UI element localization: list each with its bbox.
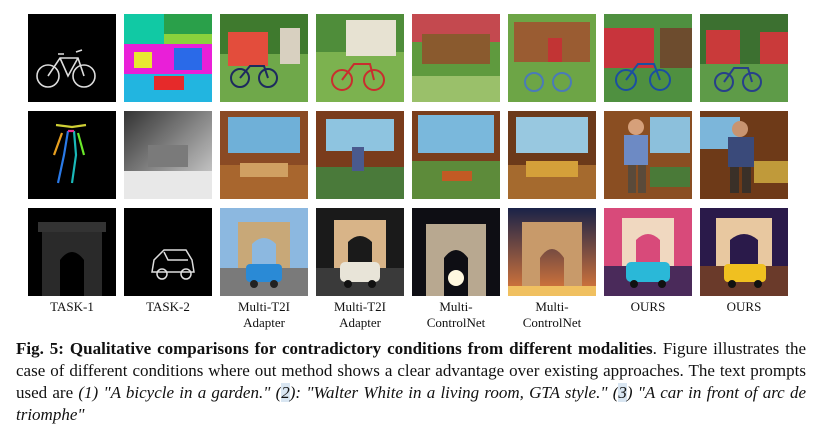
image-t2i-adapter-garden-2 [316,14,404,102]
figure-caption: Fig. 5: Qualitative comparisons for cont… [16,338,806,426]
prompt-2-text: ): "Walter White in a living room, GTA s… [289,383,608,402]
figure-image-grid [28,14,794,299]
image-t2i-adapter-arc-1 [220,208,308,296]
image-controlnet-livingroom-1 [412,111,500,199]
image-t2i-adapter-arc-2 [316,208,404,296]
prompt-2-open: ( [275,383,282,402]
column-label: TASK-1 [50,299,94,314]
image-ours-arc-2 [700,208,788,296]
image-controlnet-arc-2 [508,208,596,296]
prompt-3-open: ( [612,383,619,402]
caption-title: Qualitative comparisons for contradictor… [69,339,653,358]
image-controlnet-garden-1 [412,14,500,102]
prompt-3-digit: 3 [618,383,627,402]
column-label: TASK-2 [146,299,190,314]
image-task2-depth [124,111,212,199]
prompt-1-text: "A bicycle in a garden." [103,383,271,402]
image-t2i-adapter-garden-1 [220,14,308,102]
image-controlnet-livingroom-2 [508,111,596,199]
image-ours-arc-1 [604,208,692,296]
image-t2i-adapter-livingroom-2 [316,111,404,199]
image-task2-car-edge [124,208,212,296]
column-label: OURS [630,299,666,314]
image-ours-livingroom-1 [604,111,692,199]
column-label: OURS [726,299,762,314]
column-label: Multi-ControlNet [426,299,486,330]
image-controlnet-garden-2 [508,14,596,102]
prompt-3-text: ) "A car in front of arc de triomphe" [16,383,806,424]
image-controlnet-arc-1 [412,208,500,296]
prompt-2-digit: 2 [281,383,290,402]
image-task2-segmentation [124,14,212,102]
image-task1-bicycle-edge [28,14,116,102]
caption-body: . Figure illustrates the case of differe… [16,339,806,402]
image-ours-garden-1 [604,14,692,102]
column-label: Multi-ControlNet [522,299,582,330]
image-task1-arc-depth [28,208,116,296]
image-ours-garden-2 [700,14,788,102]
image-task1-pose [28,111,116,199]
image-t2i-adapter-livingroom-1 [220,111,308,199]
prompt-1-number: (1) [78,383,99,402]
caption-label: Fig. 5: [16,339,64,358]
image-ours-livingroom-2 [700,111,788,199]
